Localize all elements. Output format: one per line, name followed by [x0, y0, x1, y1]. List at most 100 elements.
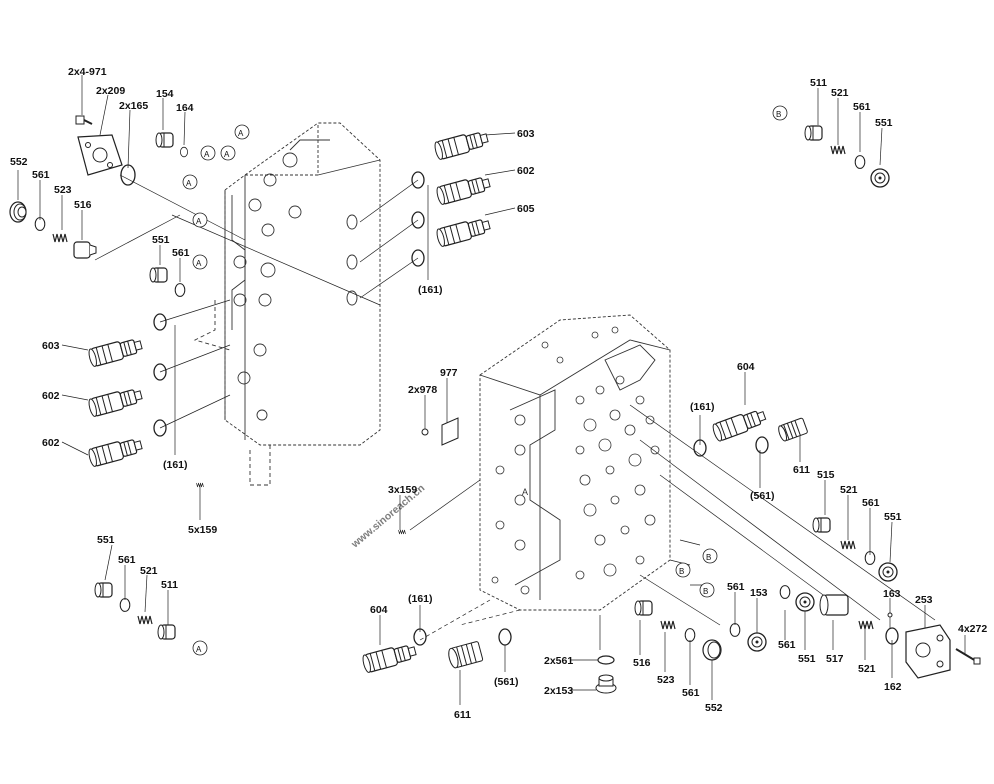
label-611-b: 611 [454, 709, 471, 721]
label-161-c: (161) [690, 401, 715, 413]
cap-551-c [870, 168, 890, 188]
label-164: 164 [176, 102, 194, 114]
cartridge-602-b [86, 385, 144, 418]
label-602-c: 602 [42, 437, 60, 449]
poppet-516-a [73, 241, 97, 259]
cartridge-602-c [86, 435, 144, 468]
label-2x209: 2x209 [96, 85, 125, 97]
oring-561-d [854, 155, 866, 169]
label-561-f: 561 [862, 497, 880, 509]
callout-A-4: A [186, 179, 192, 188]
label-4x272: 4x272 [958, 623, 987, 635]
oring-561-c [119, 598, 131, 612]
label-561-b: 561 [172, 247, 190, 259]
label-516-a: 516 [74, 199, 92, 211]
label-604-b: 604 [370, 604, 388, 616]
cartridge-604-b [360, 641, 418, 674]
label-161-b: (161) [163, 459, 188, 471]
poppet-515 [812, 517, 831, 533]
label-521-a: 521 [140, 565, 158, 577]
spring-521-c [840, 540, 856, 550]
main-parts [360, 406, 981, 694]
label-977: 977 [440, 367, 458, 379]
cover-253 [905, 624, 951, 679]
label-5x159: 5x159 [188, 524, 217, 536]
cartridge-602-a [434, 173, 492, 206]
main-block-mark: A [522, 487, 528, 497]
label-561-g: (561) [494, 676, 519, 688]
label-2x978: 2x978 [408, 384, 437, 396]
label-515: 515 [817, 469, 835, 481]
callout-A-3: A [224, 150, 230, 159]
label-511-a: 511 [161, 579, 178, 591]
cap-552 [9, 201, 27, 223]
callout-A-5: A [196, 217, 202, 226]
label-154: 154 [156, 88, 174, 100]
ball-163 [887, 612, 893, 618]
callout-B-4: B [703, 587, 708, 596]
spring-521-a [137, 615, 153, 625]
label-561-i: 561 [727, 581, 745, 593]
spring-521-d [858, 620, 874, 630]
main-valve-block: A [479, 314, 671, 611]
label-551-c: 551 [875, 117, 893, 129]
callout-A-7: A [196, 645, 202, 654]
cap-551-e [795, 592, 815, 612]
label-551-a: 551 [152, 234, 170, 246]
callout-A-2: A [204, 150, 210, 159]
spring-521-b [830, 145, 846, 155]
cap-551-d [878, 562, 898, 582]
label-162: 162 [884, 681, 902, 693]
label-511-b: 511 [810, 77, 827, 89]
bolt-971 [75, 115, 93, 125]
callout-A-6: A [196, 259, 202, 268]
cap-552-b [702, 639, 722, 661]
label-551-e: 551 [798, 653, 816, 665]
valve-611-b [448, 641, 484, 669]
label-561-c: 561 [118, 554, 136, 566]
plug-154 [155, 132, 174, 148]
poppet-511-a [157, 624, 176, 640]
label-2x561: 2x561 [544, 655, 573, 667]
oring-164 [180, 146, 188, 158]
label-521-c: 521 [840, 484, 858, 496]
label-603-a: 603 [517, 128, 535, 140]
label-153: 153 [750, 587, 768, 599]
cap-551-b [94, 582, 113, 598]
label-602-a: 602 [517, 165, 535, 177]
label-523-a: 523 [54, 184, 72, 196]
poppet-511-b [804, 125, 823, 141]
left-parts [9, 115, 492, 640]
label-604-a: 604 [737, 361, 755, 373]
label-517: 517 [826, 653, 844, 665]
label-521-d: 521 [858, 663, 876, 675]
oring-561-k [779, 585, 791, 599]
cap-551-a [149, 267, 168, 283]
bolt-272 [955, 648, 981, 665]
oring-561-b [174, 283, 186, 297]
label-603-b: 603 [42, 340, 60, 352]
callout-B-3: B [679, 567, 684, 576]
label-516-b: 516 [633, 657, 651, 669]
pin-978 [421, 428, 429, 436]
callout-B-1: B [776, 110, 781, 119]
label-161-a: (161) [418, 284, 443, 296]
oring-561-h [597, 655, 615, 665]
callout-A-1: A [238, 129, 244, 138]
left-valve-block [193, 122, 381, 486]
plug-153-b [747, 632, 767, 652]
label-605: 605 [517, 203, 535, 215]
oring-165 [120, 164, 136, 186]
cartridge-604-a [710, 406, 768, 443]
label-552-a: 552 [10, 156, 28, 168]
label-523-b: 523 [657, 674, 675, 686]
label-163: 163 [883, 588, 901, 600]
right-top-parts [804, 125, 890, 188]
oring-561-g [498, 628, 512, 646]
plug-153-a [595, 674, 617, 694]
label-521-b: 521 [831, 87, 849, 99]
plug-159-b [398, 529, 406, 535]
plate-977 [441, 417, 459, 446]
sleeve-517 [819, 594, 849, 616]
circled-callout-letters: A A A A A A B A B B B [186, 110, 781, 654]
